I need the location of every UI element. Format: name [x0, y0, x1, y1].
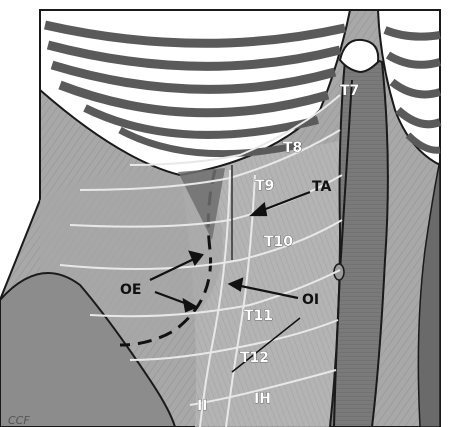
credit-mark: CCF — [8, 414, 30, 427]
label-oe: OE — [120, 282, 141, 298]
label-t9: T9 — [255, 178, 274, 194]
label-t7: T7 — [340, 83, 359, 99]
label-ta: TA — [312, 179, 331, 195]
label-t12: T12 — [240, 350, 269, 366]
label-oi: OI — [302, 292, 319, 308]
label-t8: T8 — [283, 140, 302, 156]
label-t10: T10 — [264, 234, 293, 250]
label-ii: II — [197, 398, 207, 414]
label-ih: IH — [254, 391, 271, 407]
label-t11: T11 — [244, 308, 273, 324]
